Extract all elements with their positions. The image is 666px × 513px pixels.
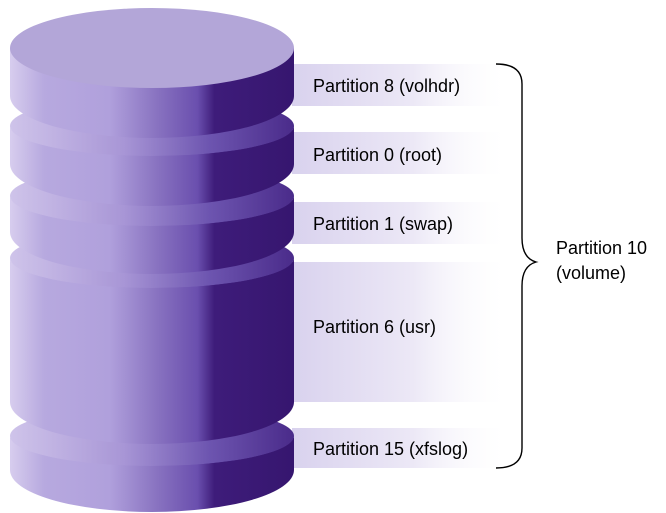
groove-lip-root	[10, 126, 294, 164]
label-bands	[292, 64, 512, 468]
volume-label-line2: (volume)	[556, 263, 626, 283]
label-swap: Partition 1 (swap)	[313, 214, 453, 234]
label-usr: Partition 6 (usr)	[313, 317, 436, 337]
volume-label-line1: Partition 10	[556, 238, 647, 258]
label-volhdr: Partition 8 (volhdr)	[313, 76, 460, 96]
groove-lip-usr	[10, 258, 294, 296]
band-volhdr	[292, 64, 512, 106]
band-usr	[292, 262, 512, 402]
partition-labels: Partition 8 (volhdr) Partition 0 (root) …	[313, 76, 468, 459]
groove-lip-xfslog	[10, 436, 294, 474]
band-xfslog	[292, 428, 512, 468]
disk-stack	[10, 8, 294, 512]
label-root: Partition 0 (root)	[313, 145, 442, 165]
volume-brace	[495, 63, 539, 469]
band-swap	[292, 202, 512, 244]
disk-top-face	[10, 8, 294, 88]
segment-usr	[10, 262, 294, 444]
groove-lip-swap	[10, 196, 294, 234]
band-root	[292, 132, 512, 174]
volume-label: Partition 10 (volume)	[556, 238, 647, 283]
label-xfslog: Partition 15 (xfslog)	[313, 439, 468, 459]
